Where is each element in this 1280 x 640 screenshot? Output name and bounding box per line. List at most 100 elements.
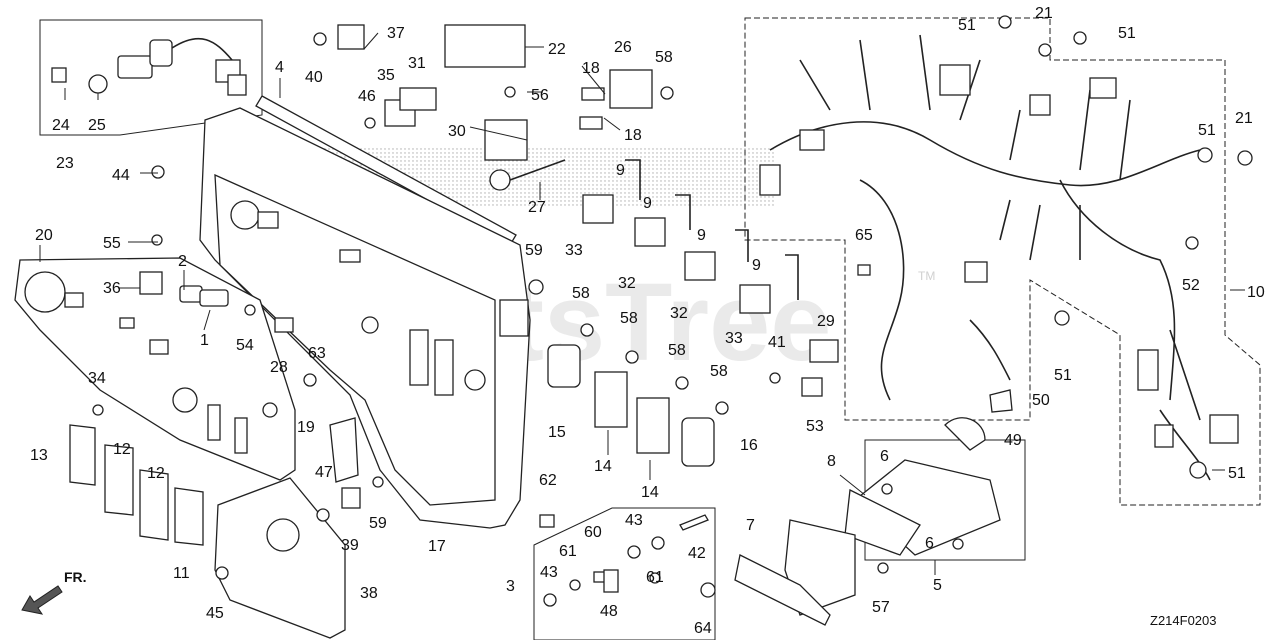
callout-46: 46 [358, 88, 376, 105]
callout-58c: 58 [620, 310, 638, 327]
callout-53: 53 [806, 418, 824, 435]
callout-39: 39 [341, 537, 359, 554]
small-hardware-parts [92, 24, 729, 580]
callout-10: 10 [1247, 284, 1265, 301]
callout-51c: 51 [1198, 122, 1216, 139]
callout-20: 20 [35, 227, 53, 244]
callout-64: 64 [694, 620, 712, 637]
callout-16: 16 [740, 437, 758, 454]
callout-41: 41 [768, 334, 786, 351]
callout-31: 31 [408, 55, 426, 72]
callout-52: 52 [1182, 277, 1200, 294]
callout-17: 17 [428, 538, 446, 555]
callout-15: 15 [548, 424, 566, 441]
callout-8: 8 [827, 453, 836, 470]
callout-32b: 32 [670, 305, 688, 322]
callout-59b: 59 [369, 515, 387, 532]
front-direction-arrow: FR. [21, 569, 87, 615]
callout-9d: 9 [752, 257, 761, 274]
callout-25: 25 [88, 117, 106, 134]
callout-29: 29 [817, 313, 835, 330]
callout-58b: 58 [572, 285, 590, 302]
callout-59a: 59 [525, 242, 543, 259]
callout-9b: 9 [643, 195, 652, 212]
callout-35: 35 [377, 67, 395, 84]
callout-57: 57 [872, 599, 890, 616]
callout-9a: 9 [616, 162, 625, 179]
callout-50: 50 [1032, 392, 1050, 409]
callout-24: 24 [52, 117, 70, 134]
callout-61b: 61 [646, 569, 664, 586]
callout-6a: 6 [880, 448, 889, 465]
callout-6b: 6 [925, 535, 934, 552]
callout-51a: 51 [958, 17, 976, 34]
clamps-and-brackets [769, 264, 1013, 451]
callout-38: 38 [360, 585, 378, 602]
callout-3: 3 [506, 578, 515, 595]
callout-12b: 12 [147, 465, 165, 482]
callout-55: 55 [103, 235, 121, 252]
callout-28: 28 [270, 359, 288, 376]
callout-36: 36 [103, 280, 121, 297]
callout-34: 34 [88, 370, 106, 387]
receptacle-covers [69, 424, 204, 546]
hardware-group-box [533, 507, 716, 640]
diagram-code: Z214F0203 [1150, 613, 1217, 628]
callout-12a: 12 [113, 441, 131, 458]
callout-56: 56 [531, 87, 549, 104]
callout-61a: 61 [559, 543, 577, 560]
outlets [547, 344, 715, 467]
callout-65: 65 [855, 227, 873, 244]
callout-labels: 1 2 3 4 5 6 6 7 8 9 9 9 9 10 11 12 12 13… [30, 5, 1265, 637]
callout-33a: 33 [565, 242, 583, 259]
callout-19: 19 [297, 419, 315, 436]
switch-assembly-group-box [39, 19, 263, 136]
control-panel-frame [199, 107, 531, 529]
callout-43a: 43 [625, 512, 643, 529]
callout-51e: 51 [1228, 465, 1246, 482]
control-box-assembly [700, 439, 1026, 626]
callout-45: 45 [206, 605, 224, 622]
callout-40: 40 [305, 69, 323, 86]
callout-1: 1 [200, 332, 209, 349]
leader-lines [39, 32, 1245, 575]
callout-62: 62 [539, 472, 557, 489]
wire-harness [744, 15, 1261, 506]
callout-26: 26 [614, 39, 632, 56]
callout-58d: 58 [668, 342, 686, 359]
callout-11: 11 [173, 565, 190, 582]
callout-13: 13 [30, 447, 48, 464]
callout-21a: 21 [1035, 5, 1053, 22]
callout-2: 2 [178, 253, 187, 270]
callout-18b: 18 [624, 127, 642, 144]
callout-5: 5 [933, 577, 942, 594]
callout-22: 22 [548, 41, 566, 58]
callout-33b: 33 [725, 330, 743, 347]
hardware-nuts [543, 514, 709, 607]
ignition-switch-assembly [51, 37, 247, 100]
callout-58e: 58 [710, 363, 728, 380]
callout-7: 7 [746, 517, 755, 534]
callout-63: 63 [308, 345, 326, 362]
callout-58a: 58 [655, 49, 673, 66]
callout-48: 48 [600, 603, 618, 620]
callout-51b: 51 [1118, 25, 1136, 42]
callout-14b: 14 [641, 484, 659, 501]
callout-51d: 51 [1054, 367, 1072, 384]
circuit-breakers [582, 159, 799, 314]
callout-27: 27 [528, 199, 546, 216]
callout-44: 44 [112, 167, 130, 184]
callout-9c: 9 [697, 227, 706, 244]
callout-4: 4 [275, 59, 284, 76]
trademark-mark: TM [918, 269, 935, 283]
callout-54: 54 [236, 337, 254, 354]
callout-43b: 43 [540, 564, 558, 581]
callout-18a: 18 [582, 60, 600, 77]
callout-23: 23 [56, 155, 74, 172]
callout-37: 37 [387, 25, 405, 42]
callout-32a: 32 [618, 275, 636, 292]
callout-21b: 21 [1235, 110, 1253, 127]
callout-60: 60 [584, 524, 602, 541]
panel-door-cover [214, 477, 346, 639]
